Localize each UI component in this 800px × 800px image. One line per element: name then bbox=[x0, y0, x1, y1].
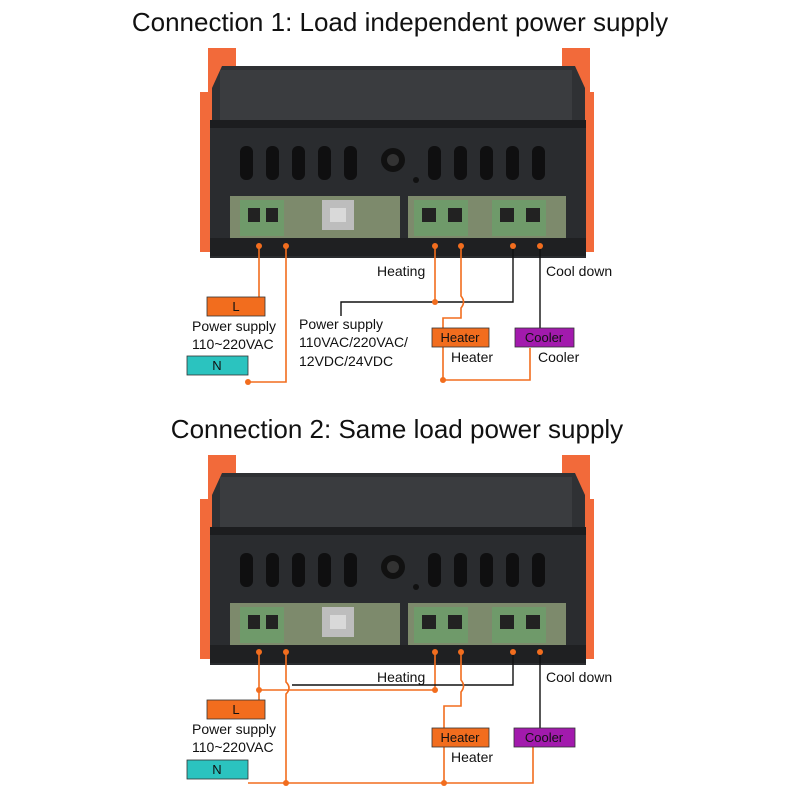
cooler-tag-2 bbox=[513, 727, 576, 748]
cooler-tag-label-2: Cooler bbox=[525, 730, 564, 745]
l-label: L bbox=[232, 299, 239, 314]
connection-2-wires bbox=[248, 652, 541, 784]
connection-1: Connection 1: Load independent power sup… bbox=[132, 7, 668, 385]
l-label-2: L bbox=[232, 702, 239, 717]
power-supply-mid-line3: 12VDC/24VDC bbox=[299, 353, 393, 369]
cooler-tag-label: Cooler bbox=[525, 330, 564, 345]
n-label: N bbox=[212, 358, 221, 373]
power-supply-left-line2-2: 110~220VAC bbox=[192, 739, 274, 755]
heater-tag-2 bbox=[431, 727, 490, 748]
cool-down-label-2: Cool down bbox=[546, 669, 612, 685]
power-supply-mid-line2: 110VAC/220VAC/ bbox=[299, 334, 408, 350]
l-terminal-tag-2 bbox=[206, 699, 266, 720]
controller-device-2 bbox=[200, 455, 594, 665]
connection-2: Connection 2: Same load power supply L bbox=[171, 414, 623, 786]
heater-tag bbox=[431, 327, 490, 348]
heating-label: Heating bbox=[377, 263, 425, 279]
cool-down-label: Cool down bbox=[546, 263, 612, 279]
heater-tag-label-2: Heater bbox=[440, 730, 480, 745]
power-supply-left-line1-2: Power supply bbox=[192, 721, 276, 737]
connection-2-title: Connection 2: Same load power supply bbox=[171, 414, 623, 444]
heater-text: Heater bbox=[451, 349, 493, 365]
cooler-tag bbox=[514, 327, 575, 348]
connection-1-title: Connection 1: Load independent power sup… bbox=[132, 7, 668, 37]
n-terminal-tag-2 bbox=[186, 759, 249, 780]
n-terminal-tag bbox=[186, 355, 249, 376]
power-supply-left-line1: Power supply bbox=[192, 318, 276, 334]
cooler-text: Cooler bbox=[538, 349, 580, 365]
heating-label-2: Heating bbox=[377, 669, 425, 685]
heater-text-2: Heater bbox=[451, 749, 493, 765]
heater-tag-label: Heater bbox=[440, 330, 480, 345]
controller-device-1 bbox=[200, 48, 594, 258]
connection-1-wires bbox=[248, 246, 541, 383]
power-supply-left-line2: 110~220VAC bbox=[192, 336, 274, 352]
n-label-2: N bbox=[212, 762, 221, 777]
power-supply-mid-line1: Power supply bbox=[299, 316, 383, 332]
l-terminal-tag bbox=[206, 296, 266, 317]
